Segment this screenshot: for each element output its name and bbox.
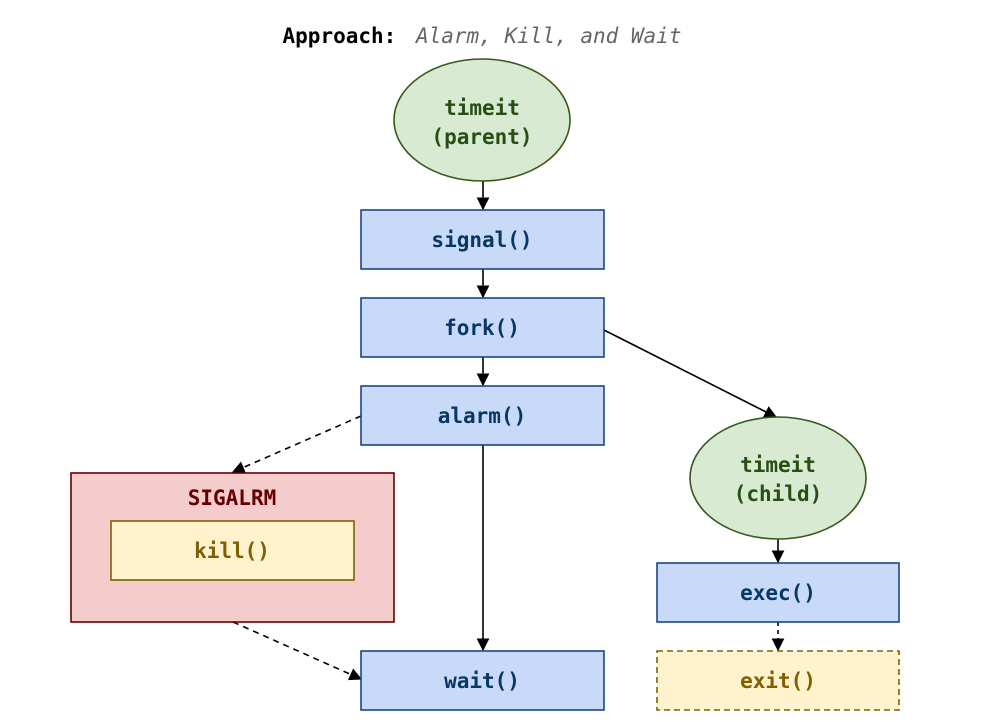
node-timeit-child: timeit (child) xyxy=(689,416,867,540)
node-timeit-child-line1: timeit xyxy=(740,453,816,477)
node-sigalrm-label: SIGALRM xyxy=(188,486,277,510)
node-kill: kill() xyxy=(110,520,355,581)
node-wait-label: wait() xyxy=(444,669,520,693)
title-value: Alarm, Kill, and Wait xyxy=(414,24,682,48)
node-timeit-parent-shape xyxy=(393,58,571,182)
edge-sigalrm-to-wait xyxy=(232,621,363,681)
node-exit: exit() xyxy=(656,650,900,711)
node-wait: wait() xyxy=(360,650,605,711)
node-timeit-parent-line2: (parent) xyxy=(431,125,532,149)
node-kill-label: kill() xyxy=(194,539,270,563)
node-alarm-box xyxy=(360,385,605,446)
edge-alarm-to-sigalrm xyxy=(231,415,362,474)
node-exit-label: exit() xyxy=(740,669,816,693)
edge-fork-to-child xyxy=(603,329,778,418)
node-alarm: alarm() xyxy=(360,385,605,446)
title-label: Approach: xyxy=(283,24,397,48)
node-timeit-child-shape xyxy=(689,416,867,540)
node-timeit-parent-line1: timeit xyxy=(444,96,520,120)
node-timeit-child-line2: (child) xyxy=(734,482,823,506)
node-fork-box xyxy=(360,297,605,358)
node-fork-label: fork() xyxy=(444,316,520,340)
node-signal-label: signal() xyxy=(431,228,532,252)
node-exec: exec() xyxy=(656,562,900,623)
diagram-title: Approach: Alarm, Kill, and Wait xyxy=(283,24,682,48)
node-alarm-label: alarm() xyxy=(438,404,527,428)
node-sigalrm: SIGALRM kill() xyxy=(70,472,395,623)
node-wait-box xyxy=(360,650,605,711)
node-signal: signal() xyxy=(360,209,605,270)
node-fork: fork() xyxy=(360,297,605,358)
node-timeit-parent: timeit (parent) xyxy=(393,58,571,182)
node-exec-label: exec() xyxy=(740,581,816,605)
node-signal-box xyxy=(360,209,605,270)
node-exec-box xyxy=(656,562,900,623)
node-kill-box xyxy=(110,520,355,581)
node-exit-box xyxy=(656,650,900,711)
